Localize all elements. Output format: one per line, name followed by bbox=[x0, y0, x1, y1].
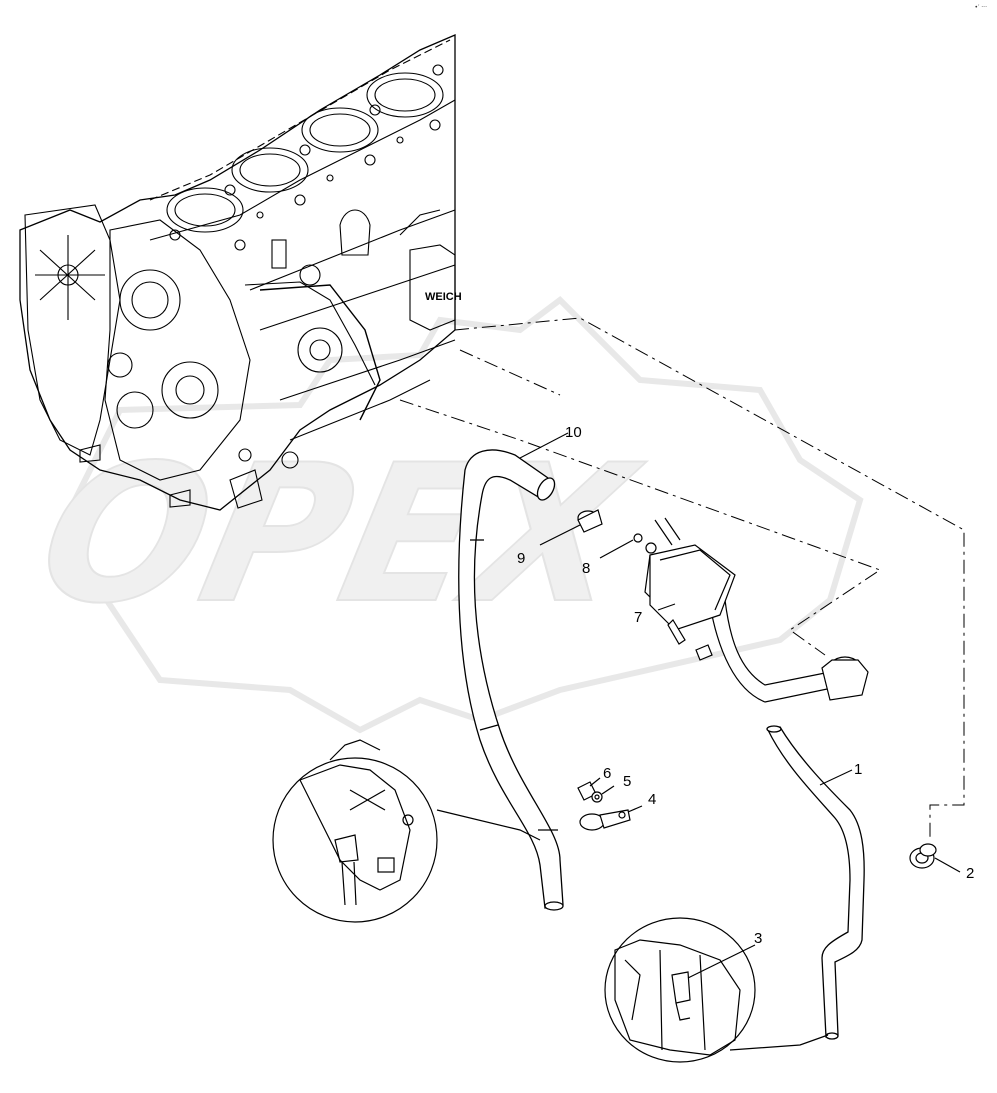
detail-circle-bottom bbox=[604, 917, 829, 1063]
clamp-part-9 bbox=[539, 509, 603, 546]
block-lettering: WEICH bbox=[425, 291, 462, 303]
callout-7: 7 bbox=[634, 609, 642, 626]
callout-2: 2 bbox=[966, 865, 974, 882]
pipe-part-1 bbox=[766, 725, 865, 1040]
watermark-text: OPEX bbox=[23, 425, 655, 646]
callout-4: 4 bbox=[648, 791, 656, 808]
callout-6: 6 bbox=[603, 765, 611, 782]
hose-part-10 bbox=[458, 449, 564, 911]
grommet-part-2 bbox=[909, 843, 961, 873]
front-plate-ribs bbox=[35, 235, 105, 320]
corner-mark: •′ ··· bbox=[974, 4, 987, 11]
block-feet bbox=[79, 444, 263, 509]
cylinder-bores bbox=[166, 72, 444, 233]
head-bolt-holes bbox=[169, 64, 444, 251]
callout-10: 10 bbox=[565, 424, 582, 441]
leader-lines bbox=[519, 432, 853, 786]
assembly-lines bbox=[399, 317, 965, 838]
bolt-part-8 bbox=[599, 533, 643, 559]
detail-circle-left bbox=[272, 739, 541, 923]
callout-8: 8 bbox=[582, 560, 590, 577]
breather-part-7 bbox=[644, 517, 869, 703]
callout-1: 1 bbox=[854, 761, 862, 778]
washer-part-5 bbox=[591, 785, 615, 803]
clip-part-4 bbox=[579, 805, 643, 831]
callout-9: 9 bbox=[517, 550, 525, 567]
callout-3: 3 bbox=[754, 930, 762, 947]
engine-block: WEICH bbox=[19, 34, 462, 511]
callout-labels: 10 9 8 7 6 5 4 1 2 3 bbox=[517, 424, 974, 947]
watermark: OPEX bbox=[22, 296, 864, 734]
callout-5: 5 bbox=[623, 773, 631, 790]
